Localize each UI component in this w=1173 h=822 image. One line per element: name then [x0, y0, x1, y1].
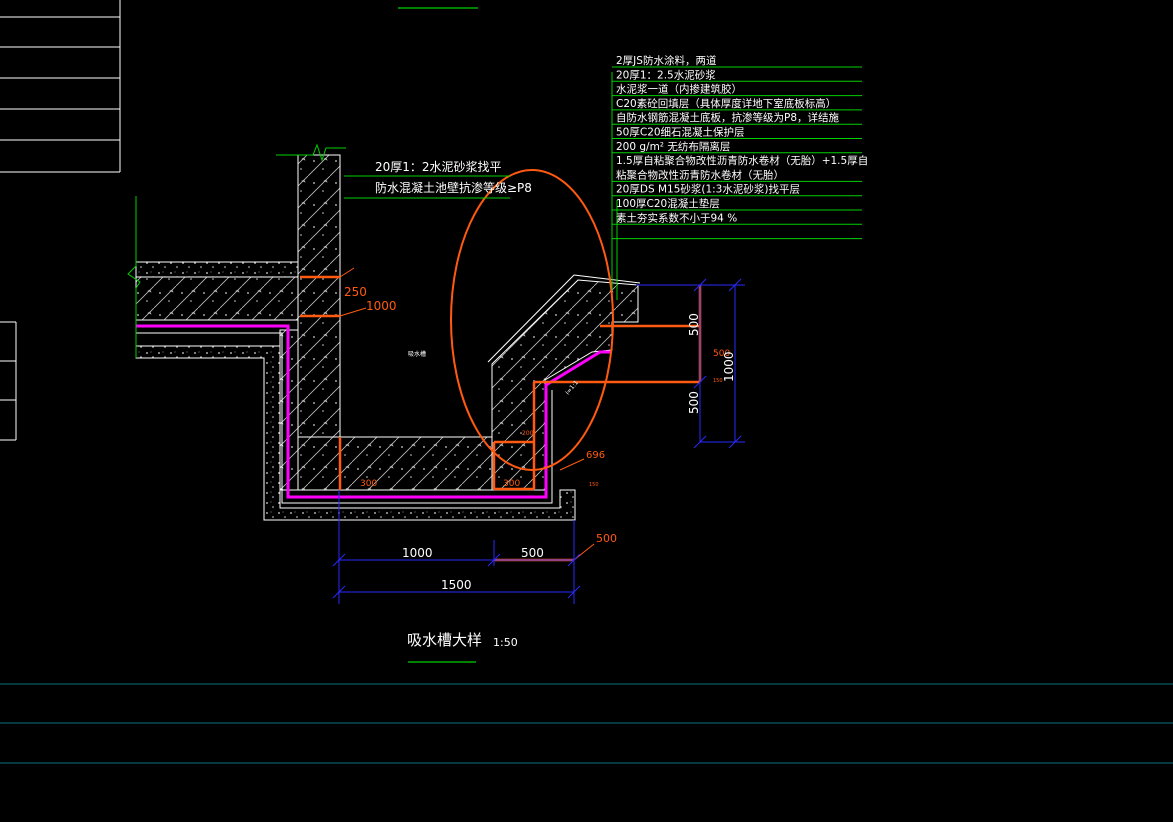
- tag-top-1000: 1000: [366, 299, 397, 313]
- wall-note-1: 20厚1：2水泥砂浆找平: [375, 159, 502, 174]
- left-floor-slab: [135, 261, 299, 278]
- right-top-finish: [573, 274, 641, 284]
- left-frame-table: [0, 0, 121, 173]
- wall-notes: 20厚1：2水泥砂浆找平 防水混凝土池壁抗渗等级≥P8: [344, 159, 532, 199]
- left-wall-concrete: [297, 154, 341, 438]
- left-frame-small-table: [0, 321, 17, 441]
- break-symbol-top: [276, 143, 346, 162]
- layer-note-3: 水泥浆一道（内掺建筑胶）: [616, 83, 742, 96]
- tag-tiny-150: 150: [589, 482, 599, 488]
- tag-side-250: 250: [344, 285, 367, 299]
- tag-bottom-right-300: 300: [503, 479, 520, 489]
- break-symbol-left: [127, 196, 141, 358]
- soil-cushion-layer: [135, 330, 576, 521]
- leader-696: [559, 458, 585, 471]
- layer-note-12: 素土夯实系数不小于94 %: [616, 211, 737, 224]
- layer-note-6: 50厚C20细石混凝土保护层: [616, 126, 745, 139]
- layer-note-10: 20厚DS M15砂浆(1:3水泥砂浆)找平层: [616, 183, 800, 196]
- leader-1000: [339, 307, 367, 317]
- layer-note-2: 20厚1：2.5水泥砂浆: [616, 68, 716, 81]
- dimensions: [332, 278, 745, 604]
- tag-slope-696: 696: [586, 450, 605, 461]
- leader-250: [339, 267, 355, 278]
- highlight-ellipse: [450, 169, 614, 471]
- tag-right-500: 500: [713, 349, 730, 359]
- drawing-title: 吸水槽大样: [407, 631, 482, 649]
- drawing-scale: 1:50: [493, 636, 518, 649]
- layer-note-7: 200 g/m² 无纺布隔离层: [616, 140, 730, 153]
- dim-right-total: 1000: [722, 351, 736, 382]
- section-drawing: 250 1000 吸水槽 300 300 200 696 150 500 500…: [127, 143, 730, 562]
- tag-bottom-500: 500: [596, 532, 617, 545]
- tag-corner-200: 200: [522, 430, 534, 437]
- dim-bottom-total: 1500: [441, 578, 472, 592]
- layer-note-1: 2厚JS防水涂料，两道: [616, 54, 717, 67]
- inner-label: 吸水槽: [408, 350, 426, 358]
- dim-right-upper: 500: [687, 313, 701, 336]
- dim-bottom-b: 500: [521, 546, 544, 560]
- layer-note-8: 1.5厚自粘聚合物改性沥青防水卷材（无胎）+1.5厚自: [616, 154, 868, 167]
- waterproof-membrane: [136, 324, 612, 499]
- slope-finish-line: [487, 274, 575, 363]
- tag-right-mid-150: 150: [713, 378, 723, 384]
- tag-bottom-left-300: 300: [360, 479, 377, 489]
- dim-bottom-a: 1000: [402, 546, 433, 560]
- right-sloped-wall: [491, 279, 639, 491]
- dim-right-lower: 500: [687, 391, 701, 414]
- sheet-frame-lines: [0, 683, 1173, 764]
- layer-note-4: C20素砼回填层（具体厚度详地下室底板标高）: [616, 97, 836, 110]
- wall-note-2: 防水混凝土池壁抗渗等级≥P8: [375, 180, 532, 195]
- layer-note-texts: 2厚JS防水涂料，两道20厚1：2.5水泥砂浆水泥浆一道（内掺建筑胶）C20素砼…: [616, 54, 868, 224]
- layer-note-lines: [612, 66, 862, 240]
- layer-note-5: 自防水钢筋混凝土底板，抗渗等级为P8，详结施: [616, 111, 840, 124]
- layer-note-11: 100厚C20混凝土垫层: [616, 197, 720, 210]
- layer-notes: 2厚JS防水涂料，两道20厚1：2.5水泥砂浆水泥浆一道（内掺建筑胶）C20素砼…: [611, 54, 868, 290]
- layer-note-9: 粘聚合物改性沥青防水卷材（无胎）: [616, 168, 784, 181]
